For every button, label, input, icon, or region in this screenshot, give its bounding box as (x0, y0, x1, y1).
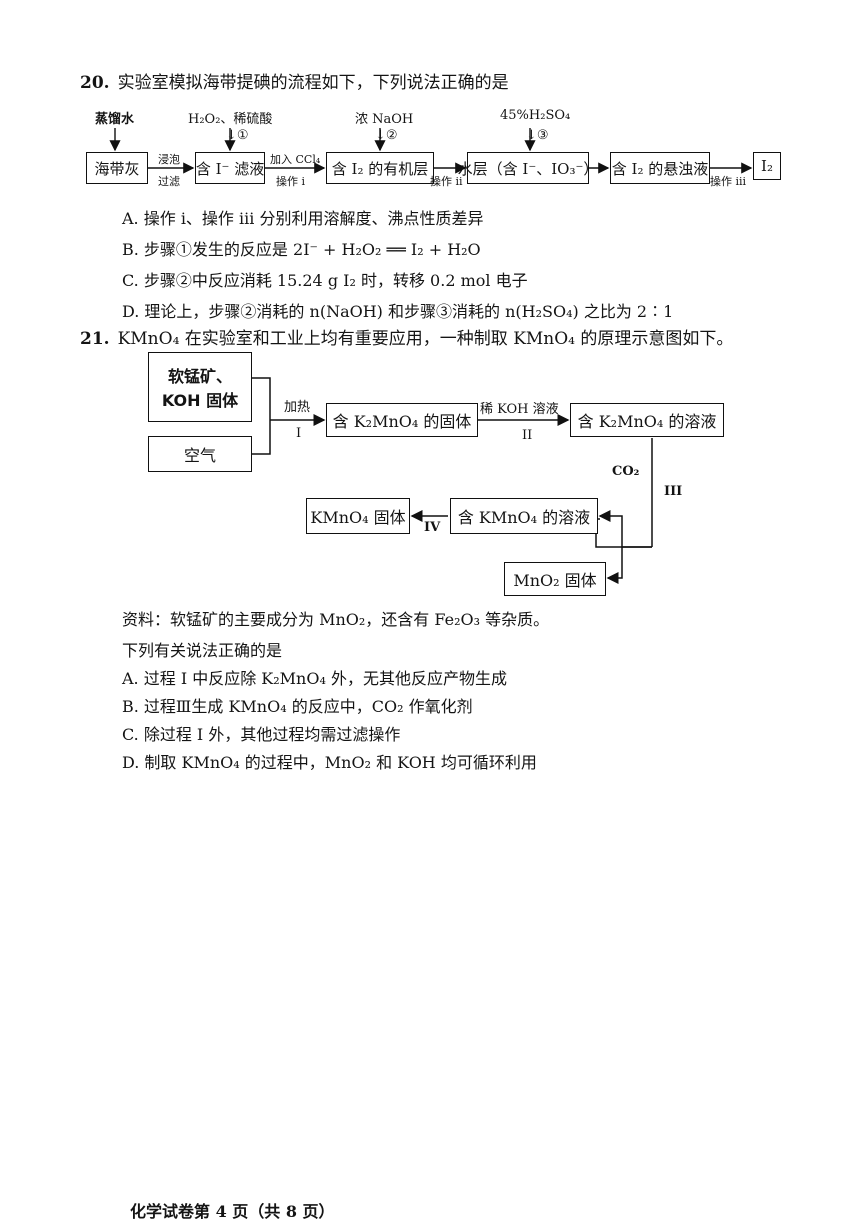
q20-arrow-5-label: 操作 iii (710, 175, 747, 188)
q20-arrow-2-label-top: 加入 CCl₄ (270, 153, 321, 166)
q20-option-d: D. 理论上，步骤②消耗的 n(NaOH) 和步骤③消耗的 n(H₂SO₄) 之… (122, 302, 674, 321)
q20-box-aqueous-layer: 水层（含 I⁻、IO₃⁻） (458, 152, 598, 184)
q20-option-a: A. 操作 i、操作 iii 分别利用溶解度、沸点性质差异 (122, 209, 484, 228)
q21-option-a: A. 过程 I 中反应除 K₂MnO₄ 外，无其他反应产物生成 (122, 669, 507, 688)
question-21-text: KMnO₄ 在实验室和工业上均有重要应用，一种制取 KMnO₄ 的原理示意图如下… (117, 329, 734, 349)
q20-reagent-h2so4: 45%H₂SO₄ (500, 108, 571, 123)
q21-arrow-1-roman: I (296, 426, 302, 441)
q20-step-1-mark: ↓① (226, 128, 249, 143)
question-20-number: 20. (80, 73, 110, 93)
q20-arrow-2-label-bottom: 操作 i (276, 175, 306, 188)
q21-co2-label: CO₂ (612, 464, 640, 479)
question-20-stem: 20. 实验室模拟海带提碘的流程如下，下列说法正确的是 (80, 68, 509, 93)
q21-arrow-2-roman: II (522, 428, 533, 443)
q21-arrow-1-label: 加热 (284, 400, 311, 415)
q21-box-air: 空气 (148, 436, 252, 472)
q21-option-c: C. 除过程 I 外，其他过程均需过滤操作 (122, 725, 401, 744)
q20-box-organic-layer: 含 I₂ 的有机层 (326, 152, 434, 184)
q20-box-iodine: I₂ (753, 152, 781, 180)
q21-box-mno2-solid: MnO₂ 固体 (504, 562, 606, 596)
q21-arrow-2-label: 稀 KOH 溶液 (480, 402, 559, 417)
question-21-stem: 21. KMnO₄ 在实验室和工业上均有重要应用，一种制取 KMnO₄ 的原理示意… (80, 324, 733, 349)
question-21-number: 21. (80, 329, 110, 349)
q20-step-3-mark: ↓③ (526, 128, 549, 143)
q21-arrow-4-roman: IV (424, 520, 441, 535)
q21-option-d: D. 制取 KMnO₄ 的过程中，MnO₂ 和 KOH 均可循环利用 (122, 753, 537, 772)
q20-arrow-1-label-top: 浸泡 (158, 153, 180, 166)
q21-box-ore-line2: KOH 固体 (161, 391, 239, 410)
q21-box-kmno4-solid: KMnO₄ 固体 (306, 498, 410, 534)
q20-arrow-3-label: 操作 ii (430, 175, 463, 188)
q20-reagent-naoh: 浓 NaOH (355, 112, 414, 127)
q21-note: 资料：软锰矿的主要成分为 MnO₂，还含有 Fe₂O₃ 等杂质。 (122, 610, 550, 629)
q21-prompt: 下列有关说法正确的是 (122, 641, 283, 660)
q20-box-seaweed-ash: 海带灰 (86, 152, 148, 184)
q21-arrow-3-roman: III (664, 484, 683, 499)
q20-box-iodide-filtrate: 含 I⁻ 滤液 (195, 152, 265, 184)
q21-box-k2mno4-solution: 含 K₂MnO₄ 的溶液 (570, 403, 724, 437)
q21-box-k2mno4-solid: 含 K₂MnO₄ 的固体 (326, 403, 478, 437)
q20-option-b: B. 步骤①发生的反应是 2I⁻ + H₂O₂ ══ I₂ + H₂O (122, 240, 481, 259)
q21-box-kmno4-solution: 含 KMnO₄ 的溶液 (450, 498, 598, 534)
q20-reagent-h2o2: H₂O₂、稀硫酸 (188, 112, 273, 127)
question-20-text: 实验室模拟海带提碘的流程如下，下列说法正确的是 (117, 73, 509, 93)
q20-reagent-water: 蒸馏水 (95, 112, 135, 127)
q20-option-c: C. 步骤②中反应消耗 15.24 g I₂ 时，转移 0.2 mol 电子 (122, 271, 528, 290)
page-footer: 化学试卷第 4 页（共 8 页） (130, 1202, 335, 1221)
q20-box-iodine-suspension: 含 I₂ 的悬浊液 (610, 152, 710, 184)
q20-arrow-1-label-bottom: 过滤 (158, 175, 180, 188)
q21-box-ore-line1: 软锰矿、 (167, 367, 232, 386)
q20-flow-arrows (109, 128, 753, 174)
q21-option-b: B. 过程Ⅲ生成 KMnO₄ 的反应中，CO₂ 作氧化剂 (122, 697, 473, 716)
q21-box-ore-koh: 软锰矿、 KOH 固体 (148, 352, 252, 422)
